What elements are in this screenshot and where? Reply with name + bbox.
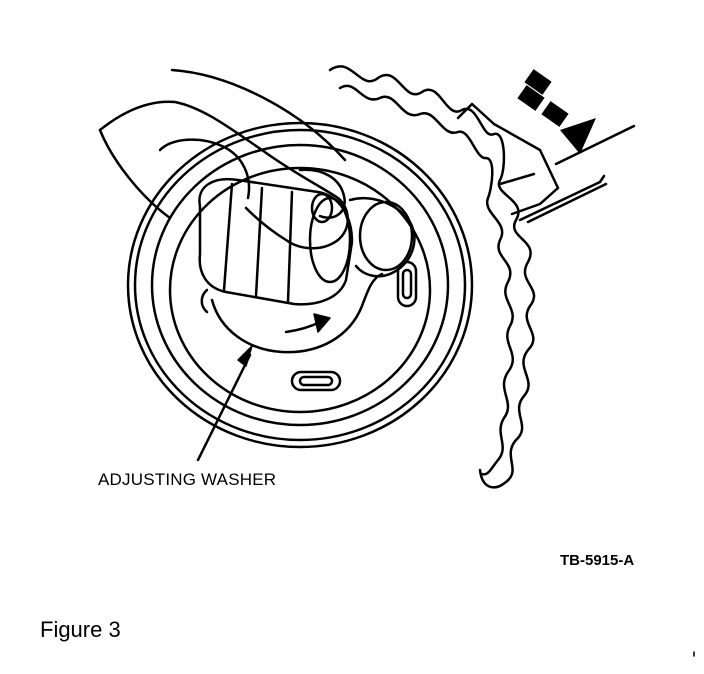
wrench-socket (198, 177, 416, 306)
gauge-arm (554, 124, 636, 166)
leader-line (196, 353, 252, 462)
socket-flat-3 (286, 190, 294, 304)
leader-arrowhead (237, 345, 253, 367)
pulley-outer-ring-inner (133, 128, 467, 442)
belt-inner-edge (338, 84, 514, 476)
tension-gauge (456, 102, 636, 224)
belt-outer-edge (328, 65, 536, 489)
rotation-arrowhead (313, 313, 331, 333)
timing-belt (170, 65, 536, 489)
force-dash-3 (541, 101, 569, 127)
force-arrowhead (560, 118, 596, 154)
pulley-slot-right-inner (401, 268, 413, 300)
socket-flat-2 (254, 186, 264, 298)
force-dash-2 (517, 85, 545, 111)
socket-end (308, 196, 352, 284)
adjusting-washer-label: ADJUSTING WASHER (98, 470, 277, 489)
shaft-collar (358, 200, 414, 272)
hand-outline (98, 100, 349, 250)
hand (98, 100, 349, 250)
callout-leader (196, 345, 253, 462)
washer-outline (210, 272, 384, 354)
adjusting-washer (210, 272, 384, 354)
belt-back-edge (170, 68, 347, 162)
hand-knuckle (158, 138, 251, 200)
pulley-slot-bottom-inner (298, 375, 334, 387)
tensioner-pulley (126, 121, 474, 449)
gauge-frame (456, 102, 560, 216)
socket-flat-1 (222, 182, 234, 292)
pulley-outer-ring (126, 121, 474, 449)
gauge-plunger (498, 172, 536, 186)
pulley-hub-ring (168, 166, 432, 414)
hand-lower-edge (98, 128, 172, 220)
socket-bore (310, 192, 334, 224)
figure-caption: Figure 3 (40, 617, 121, 642)
part-number: TB-5915-A (560, 552, 635, 569)
gauge-bracket (518, 174, 608, 224)
rotation-arrow-path (284, 320, 322, 334)
pulley-mid-ring (150, 143, 450, 427)
hand-thumb (298, 168, 346, 219)
pulley-slot-bottom (290, 370, 342, 392)
force-direction-arrow (517, 69, 596, 154)
pulley-slot-left (200, 288, 209, 314)
force-dash-1 (524, 69, 552, 95)
socket-body (198, 177, 354, 306)
